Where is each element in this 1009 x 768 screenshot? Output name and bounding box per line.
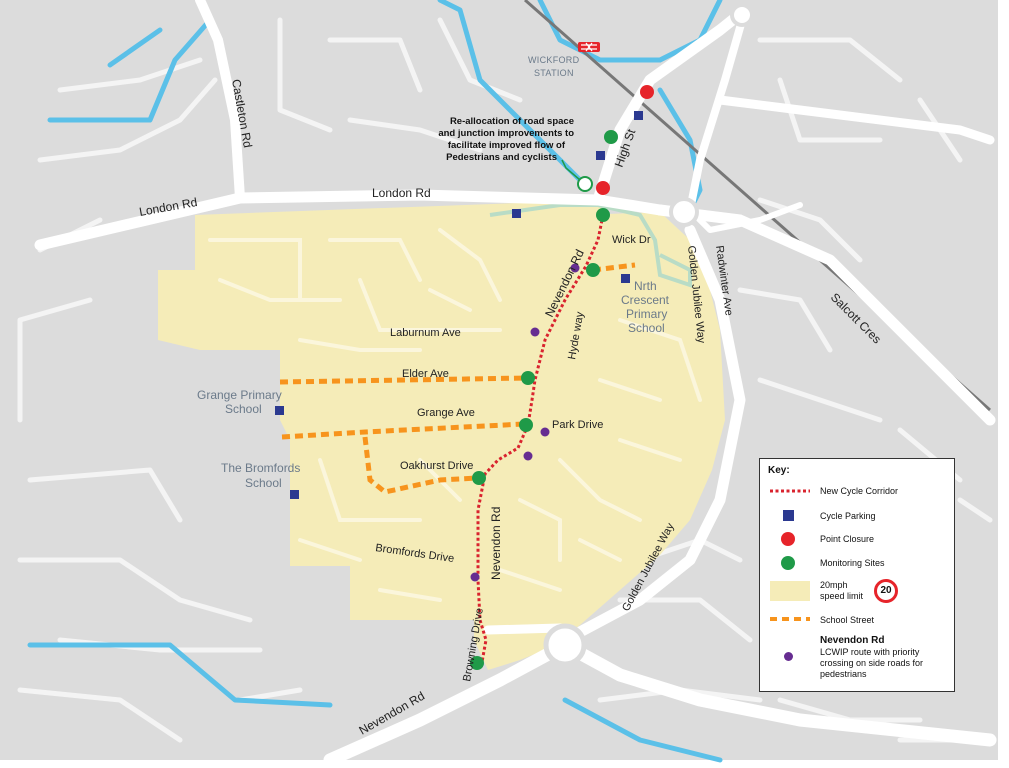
place-label-bromfords-1: The Bromfords (221, 461, 300, 475)
key-title: Key: (768, 465, 790, 476)
key-label-point-closure: Point Closure (820, 534, 875, 544)
cycle-parking-nrth-crescent (621, 274, 630, 283)
road-label-nevendon-rd-lower: Nevendon Rd (489, 507, 503, 580)
place-label-bromfords-2: School (245, 476, 282, 490)
road-label-grange-ave: Grange Ave (417, 407, 475, 419)
park-area (489, 203, 692, 288)
key-label-lcwip-title: Nevendon Rd (820, 635, 885, 646)
cycle-parking-bromfords (290, 490, 299, 499)
point-closure-north (640, 85, 654, 99)
monitoring-symbol (781, 556, 795, 570)
annotation-leader (561, 159, 581, 181)
annotation-line2: and junction improvements to (438, 128, 574, 139)
place-label-nrth-crescent-2: Crescent (621, 293, 670, 307)
road-label-oakhurst-drive: Oakhurst Drive (400, 460, 473, 472)
monitoring-site-browning (470, 656, 484, 670)
key-label-lcwip-3: pedestrians (820, 669, 867, 679)
main-roads (34, 0, 997, 767)
road-label-laburnum-ave: Laburnum Ave (390, 327, 461, 339)
monitoring-site-wick-dr (596, 208, 610, 222)
lcwip-crossing-park-drive (540, 427, 550, 437)
annotation-callout: Re-allocation of road space and junction… (438, 116, 581, 181)
cycle-parking-symbol (783, 510, 794, 521)
place-label-grange-primary-1: Grange Primary (197, 388, 282, 402)
point-closure-london-rd (596, 181, 610, 195)
key-label-lcwip-2: crossing on side roads for (820, 658, 924, 668)
road-label-park-drive: Park Drive (552, 419, 603, 431)
key-label-speed-1: 20mph (820, 580, 848, 590)
rail-station-icon (578, 42, 600, 52)
cycle-parking-high-st-1 (634, 111, 643, 120)
key-label-lcwip-1: LCWIP route with priority (820, 647, 920, 657)
key-label-corridor: New Cycle Corridor (820, 486, 899, 496)
roundabout-north (730, 3, 754, 27)
monitoring-site-elder-ave (521, 371, 535, 385)
key-label-school-street: School Street (820, 615, 875, 625)
cycle-parking-high-st-2 (596, 151, 605, 160)
cycle-parking-grange-primary (275, 406, 284, 415)
lcwip-crossing-bromfords (470, 572, 480, 582)
map-key: Key: New Cycle Corridor Cycle Parking Po… (759, 458, 955, 692)
place-label-nrth-crescent-4: School (628, 321, 665, 335)
lcwip-crossings (470, 263, 580, 582)
monitoring-site-oakhurst (472, 471, 486, 485)
key-label-cycle-parking: Cycle Parking (820, 511, 876, 521)
new-cycle-corridor (476, 214, 605, 663)
annotation-line4: Pedestrians and cyclists (446, 152, 557, 163)
key-label-monitoring: Monitoring Sites (820, 558, 885, 568)
station-label-line1: WICKFORD (528, 55, 580, 65)
station-label-line2: STATION (534, 68, 574, 78)
lcwip-crossing-wick-dr (570, 263, 580, 273)
cycle-parking-london-rd (512, 209, 521, 218)
roundabout-london-rd (669, 197, 699, 227)
corridor-symbol (770, 489, 810, 493)
zone-streets (208, 228, 702, 602)
place-label-nrth-crescent-1: Nrth (634, 279, 657, 293)
roundabout-nevendon-rd (543, 623, 587, 667)
annotation-line1: Re-allocation of road space (450, 116, 574, 127)
speed-limit-zone (158, 200, 725, 670)
lcwip-crossing-laburnum (530, 327, 540, 337)
road-label-wick-dr: Wick Dr (612, 234, 651, 246)
monitoring-site-hyde-way (586, 263, 600, 277)
cycle-parking (275, 111, 643, 499)
point-closures (596, 85, 654, 195)
monitoring-site-high-st (604, 130, 618, 144)
speed-zone-symbol (770, 581, 810, 601)
monitoring-sites (470, 130, 618, 670)
place-label-grange-primary-2: School (225, 402, 262, 416)
monitoring-site-grange-ave (519, 418, 533, 432)
lcwip-symbol (784, 652, 793, 661)
road-label-elder-ave: Elder Ave (402, 368, 449, 380)
road-label-london-rd-north: London Rd (372, 186, 431, 200)
monitoring-site-proposed (577, 176, 593, 192)
place-label-nrth-crescent-3: Primary (626, 307, 667, 321)
school-street-symbol (770, 617, 810, 621)
annotation-line3: facilitate improved flow of (448, 140, 566, 151)
key-label-speed-2: speed limit (820, 591, 864, 601)
lcwip-crossing-park-south (523, 451, 533, 461)
point-closure-symbol (781, 532, 795, 546)
speed-limit-sign-icon: 20 (874, 579, 898, 603)
school-streets (279, 262, 636, 495)
